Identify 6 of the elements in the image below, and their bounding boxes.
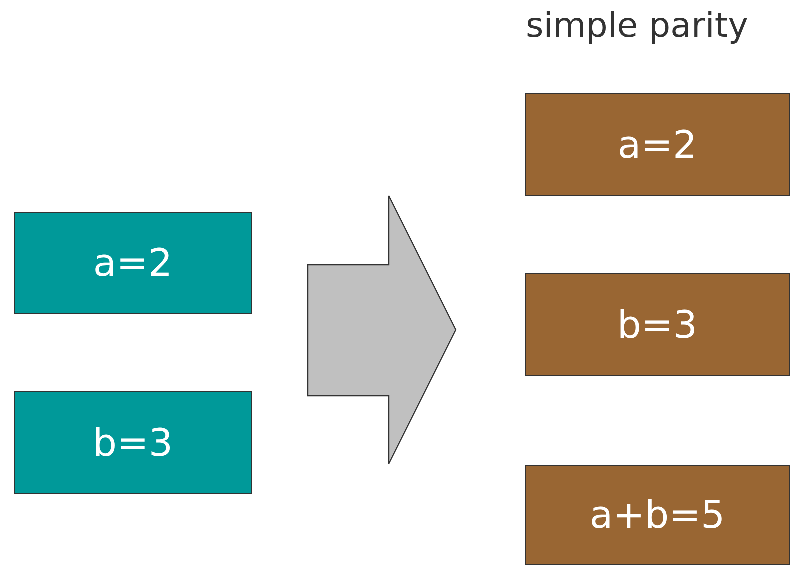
value-box: a=2 (14, 212, 252, 314)
value-box: a=2 (525, 93, 790, 196)
value-box: a+b=5 (525, 465, 790, 565)
diagram-title: simple parity (526, 6, 748, 46)
value-box: b=3 (14, 391, 252, 494)
value-box: b=3 (525, 273, 790, 376)
